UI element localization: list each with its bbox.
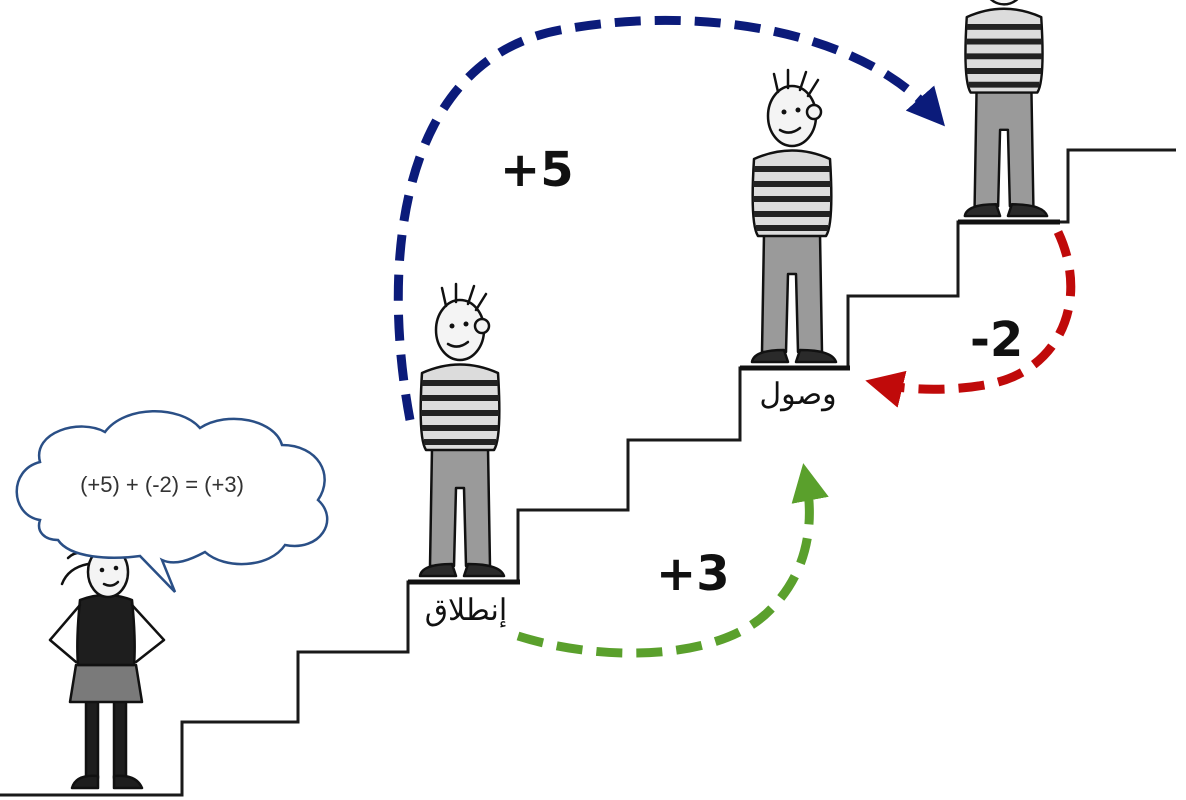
plus-three-label: +3 [656, 546, 730, 602]
boy-figure [965, 0, 1047, 216]
equation-text: (+5) + (-2) = (+3) [80, 472, 244, 497]
minus-two-label: -2 [970, 312, 1023, 368]
start-label: إنطلاق [425, 593, 507, 628]
plus-five-label: +5 [500, 142, 574, 198]
girl-figure [48, 532, 166, 790]
boy-figure [752, 70, 836, 362]
staircase [0, 148, 1176, 797]
plus-five-jump-arrow [393, 15, 946, 421]
plus-three-jump-arrow [516, 463, 829, 658]
minus-two-jump-arrow [865, 230, 1076, 408]
speech-bubble: (+5) + (-2) = (+3) [15, 410, 329, 593]
arrival-label: وصول [759, 377, 836, 412]
boy-figure [420, 284, 504, 576]
